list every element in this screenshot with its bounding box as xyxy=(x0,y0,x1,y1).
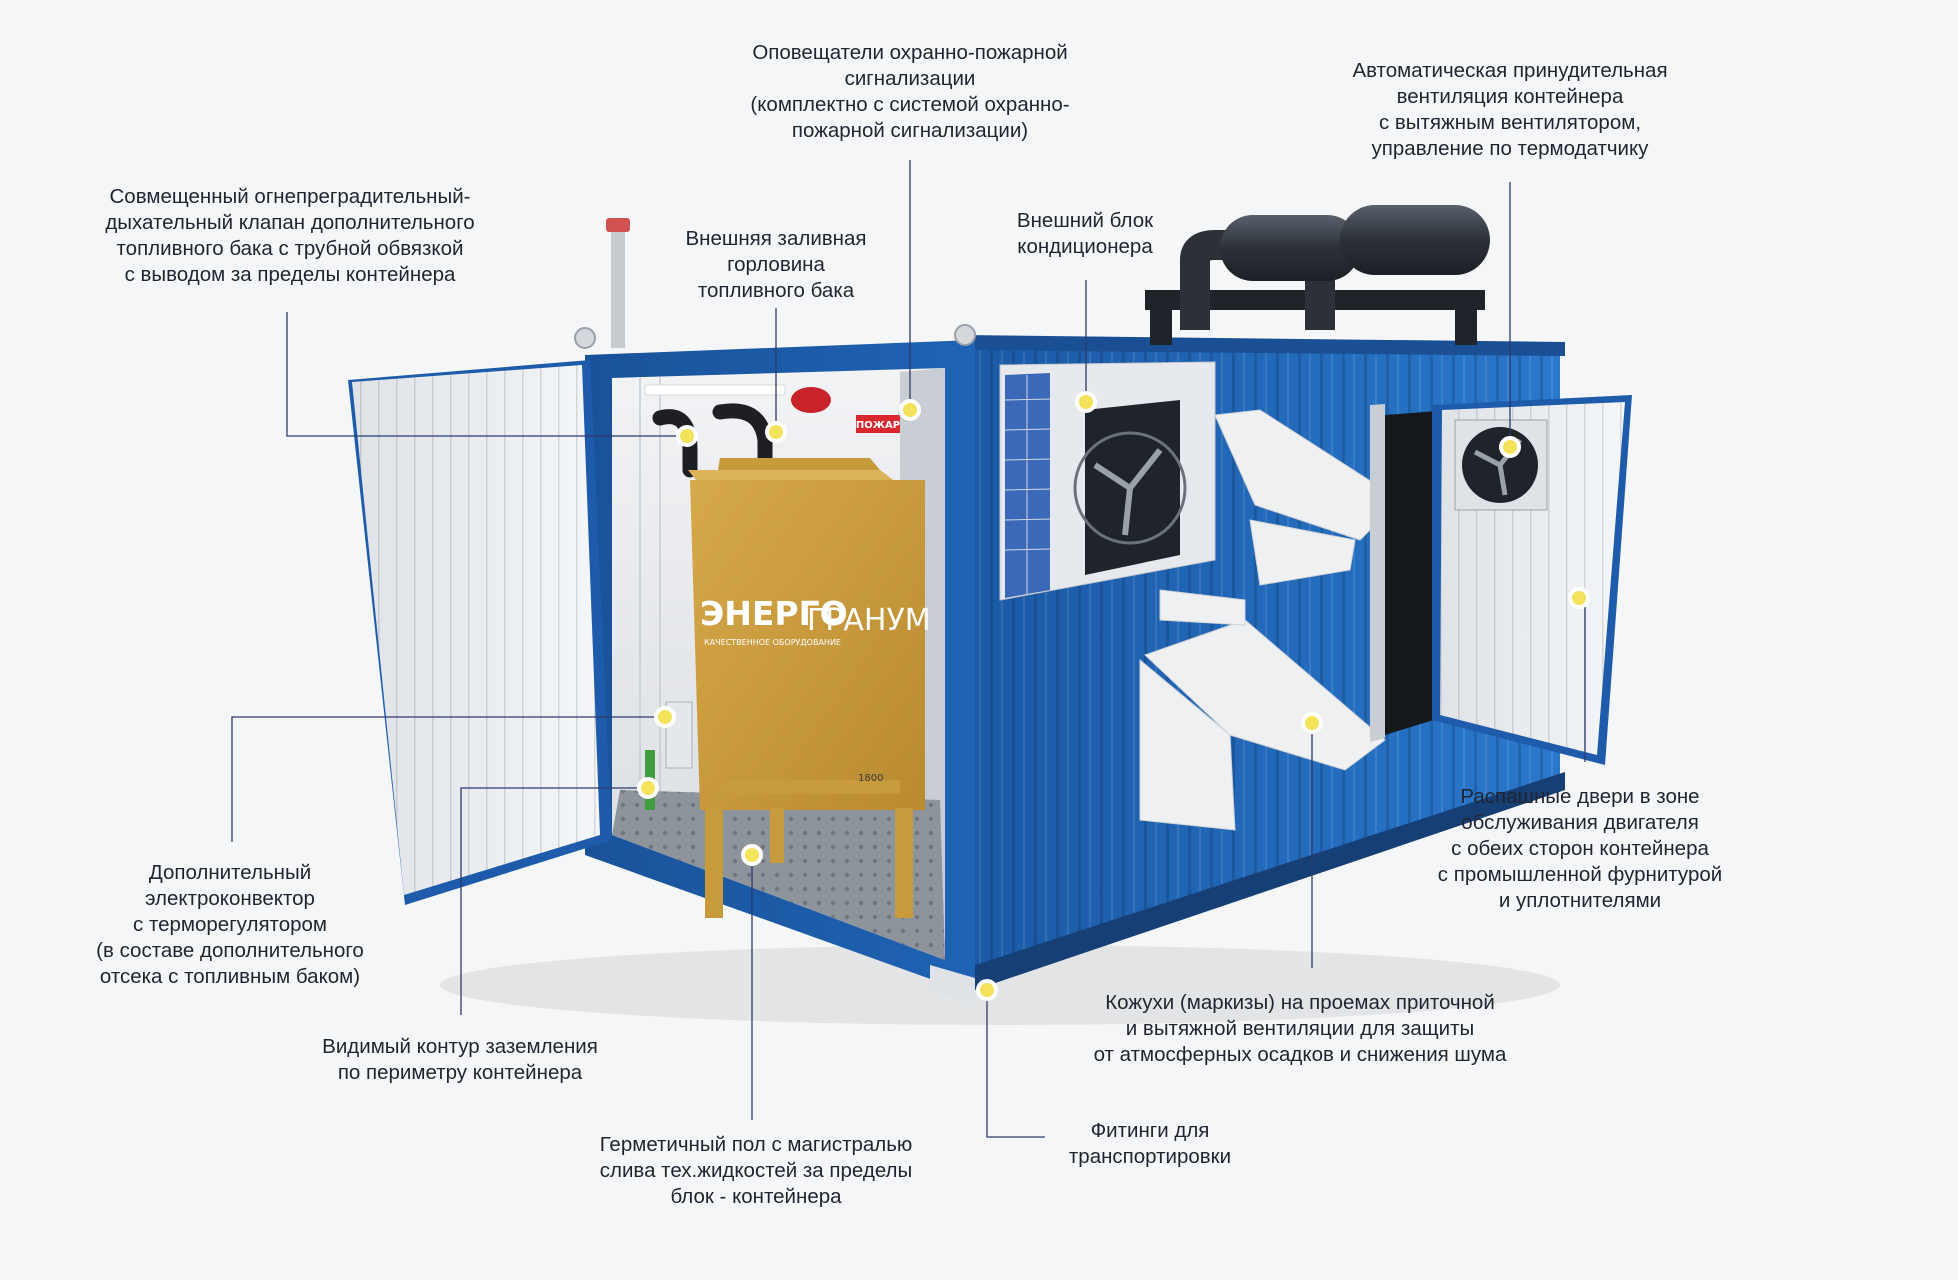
fuel-tank: ЭНЕРГО ГРАНУМ КАЧЕСТВЕННОЕ ОБОРУДОВАНИЕ … xyxy=(688,458,931,918)
lifting-eyes xyxy=(574,324,976,349)
fuel-hoses xyxy=(652,403,773,478)
logo-text-granum: ГРАНУМ xyxy=(807,603,931,638)
label-fill-neck-line: Внешняя заливная xyxy=(685,227,867,250)
label-floor: Герметичный пол с магистралью слива тех.… xyxy=(556,1132,956,1210)
leader-breather-valve xyxy=(286,312,687,437)
label-fittings: Фитинги для транспортировки xyxy=(1040,1118,1260,1170)
marker-doors xyxy=(1568,587,1590,609)
label-fill-neck-line: топливного бака xyxy=(697,279,855,302)
marker-convector xyxy=(654,706,676,728)
logo-tagline: КАЧЕСТВЕННОЕ ОБОРУДОВАНИЕ xyxy=(704,638,841,647)
marker-ac-unit xyxy=(1075,391,1097,413)
label-convector-line: (в составе дополнительного xyxy=(96,939,364,962)
label-breather-valve: Совмещенный огнепреградительный- дыхател… xyxy=(70,184,510,288)
marker-dots xyxy=(637,391,1590,1001)
fire-sign-text: ПОЖАР xyxy=(856,420,900,431)
label-doors-line: обслуживания двигателя xyxy=(1461,811,1699,834)
vent-hoods xyxy=(1139,409,1401,831)
label-fittings-line: Фитинги для xyxy=(1090,1119,1210,1142)
label-hoods-line: и вытяжной вентиляции для защиты xyxy=(1125,1017,1475,1040)
leader-fittings xyxy=(986,990,1045,1138)
label-breather-valve-line: дыхательный клапан дополнительного xyxy=(105,211,475,234)
marker-floor xyxy=(741,844,763,866)
label-convector-line: Дополнительный xyxy=(148,861,312,884)
label-ac-unit-line: Внешний блок xyxy=(1016,209,1154,232)
label-breather-valve-line: с выводом за пределы контейнера xyxy=(124,263,456,286)
marker-hoods xyxy=(1301,712,1323,734)
left-door xyxy=(348,360,612,905)
leader-convector xyxy=(231,716,665,842)
label-floor-line: блок - контейнера xyxy=(670,1185,842,1208)
label-hoods: Кожухи (маркизы) на проемах приточной и … xyxy=(1060,990,1540,1068)
label-ventilation-line: управление по термодатчику xyxy=(1371,137,1649,160)
right-door xyxy=(1432,395,1632,765)
label-floor-line: Герметичный пол с магистралью xyxy=(599,1133,913,1156)
label-grounding-line: по периметру контейнера xyxy=(337,1061,583,1084)
label-fill-neck-line: горловина xyxy=(727,253,825,276)
label-fire-alarm-line: пожарной сигнализации) xyxy=(791,119,1029,142)
tank-number: 1800 xyxy=(858,773,883,784)
label-grounding-line: Видимый контур заземления xyxy=(322,1035,598,1058)
marker-fittings xyxy=(976,979,998,1001)
marker-fill-neck xyxy=(765,421,787,443)
label-breather-valve-line: топливного бака с трубной обвязкой xyxy=(116,237,464,260)
leader-lines xyxy=(231,160,1586,1138)
label-fire-alarm-line: (комплектно с системой охранно- xyxy=(750,93,1070,116)
label-convector: Дополнительный электроконвектор с термор… xyxy=(60,860,400,990)
label-ventilation-line: с вытяжным вентилятором, xyxy=(1378,111,1642,134)
logo-text-energo: ЭНЕРГО xyxy=(700,594,848,633)
marker-fire-alarm xyxy=(899,399,921,421)
label-ventilation-line: Автоматическая принудительная xyxy=(1352,59,1668,82)
label-doors: Распашные двери в зоне обслуживания двиг… xyxy=(1410,784,1750,914)
siren-icon xyxy=(791,387,831,413)
ac-outdoor-unit xyxy=(999,361,1216,601)
label-fire-alarm-line: Оповещатели охранно-пожарной xyxy=(752,41,1068,64)
label-breather-valve-line: Совмещенный огнепреградительный- xyxy=(109,185,471,208)
label-grounding: Видимый контур заземления по периметру к… xyxy=(290,1034,630,1086)
marker-breather-valve xyxy=(676,425,698,447)
label-doors-line: с промышленной фурнитурой xyxy=(1437,863,1723,886)
label-ac-unit-line: кондиционера xyxy=(1017,235,1153,258)
label-fill-neck: Внешняя заливная горловина топливного ба… xyxy=(646,226,906,304)
marker-grounding xyxy=(637,777,659,799)
label-ventilation: Автоматическая принудительная вентиляция… xyxy=(1310,58,1710,162)
label-fire-alarm-line: сигнализации xyxy=(844,67,976,90)
leader-grounding xyxy=(460,787,648,1015)
label-floor-line: слива тех.жидкостей за пределы xyxy=(599,1159,913,1182)
label-ventilation-line: вентиляция контейнера xyxy=(1396,85,1624,108)
exhaust-mufflers xyxy=(1145,205,1490,345)
label-doors-line: с обеих сторон контейнера xyxy=(1451,837,1709,860)
label-convector-line: электроконвектор xyxy=(145,887,315,910)
label-ac-unit: Внешний блок кондиционера xyxy=(980,208,1190,260)
label-hoods-line: от атмосферных осадков и снижения шума xyxy=(1093,1043,1507,1066)
label-convector-line: отсека с топливным баком) xyxy=(99,965,361,988)
label-fittings-line: транспортировки xyxy=(1068,1145,1232,1168)
marker-ventilation xyxy=(1499,436,1521,458)
label-doors-line: и уплотнителями xyxy=(1498,889,1662,912)
label-fire-alarm: Оповещатели охранно-пожарной сигнализаци… xyxy=(690,40,1130,144)
ground-shadow xyxy=(440,945,1560,1025)
label-hoods-line: Кожухи (маркизы) на проемах приточной xyxy=(1105,991,1495,1014)
label-doors-line: Распашные двери в зоне xyxy=(1460,785,1700,808)
label-convector-line: с терморегулятором xyxy=(133,913,327,936)
breather-pipe xyxy=(606,218,630,348)
